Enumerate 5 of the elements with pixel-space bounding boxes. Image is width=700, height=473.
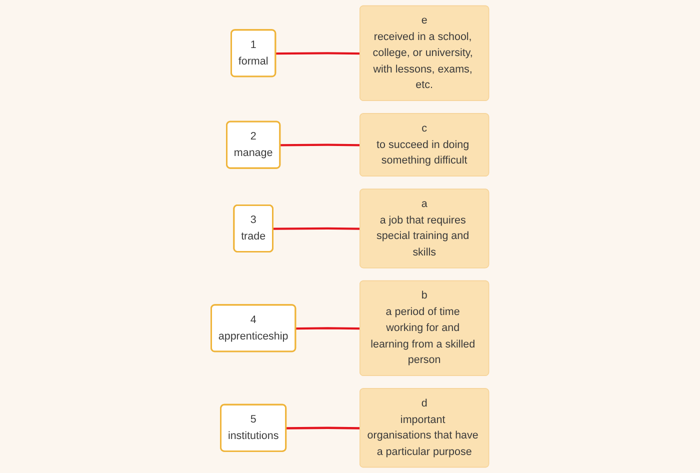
connector [280, 144, 360, 146]
connector [273, 227, 360, 230]
connector [286, 426, 360, 430]
connector [276, 52, 360, 55]
connector [296, 327, 360, 330]
